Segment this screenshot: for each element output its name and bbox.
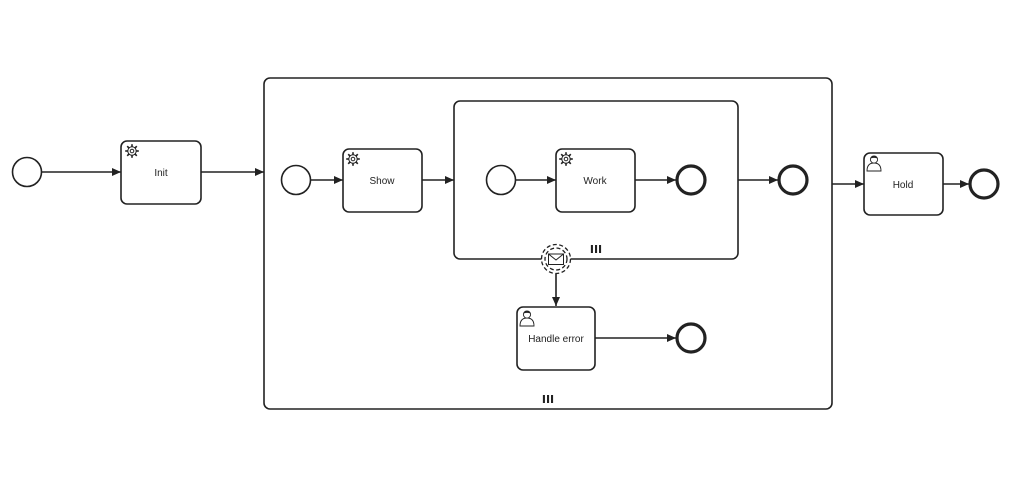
gear-icon <box>558 151 574 167</box>
task-show-label: Show <box>369 176 395 187</box>
boundary-message-event[interactable] <box>540 243 572 275</box>
task-hold-label: Hold <box>893 180 914 191</box>
subprocess-end-event[interactable] <box>777 164 809 196</box>
subprocess-start-event[interactable] <box>280 164 312 196</box>
task-work[interactable]: Work <box>555 148 636 213</box>
gear-icon <box>345 151 361 167</box>
task-work-label: Work <box>583 176 607 187</box>
inner-start-event[interactable] <box>485 164 517 196</box>
inner-subprocess-multi-instance-marker: III <box>590 243 602 256</box>
error-end-event[interactable] <box>675 322 707 354</box>
outer-subprocess-multi-instance-marker: III <box>542 393 554 406</box>
envelope-icon <box>548 253 564 265</box>
task-handle-error-label: Handle error <box>528 334 584 345</box>
task-handle-error[interactable]: Handle error <box>516 306 596 371</box>
outer-subprocess[interactable] <box>263 77 833 410</box>
task-init-label: Init <box>154 168 168 179</box>
start-event[interactable] <box>11 156 43 188</box>
end-event[interactable] <box>968 168 1000 200</box>
task-hold[interactable]: Hold <box>863 152 944 216</box>
inner-end-event[interactable] <box>675 164 707 196</box>
task-init[interactable]: Init <box>120 140 202 205</box>
task-show[interactable]: Show <box>342 148 423 213</box>
gear-icon <box>124 143 140 159</box>
